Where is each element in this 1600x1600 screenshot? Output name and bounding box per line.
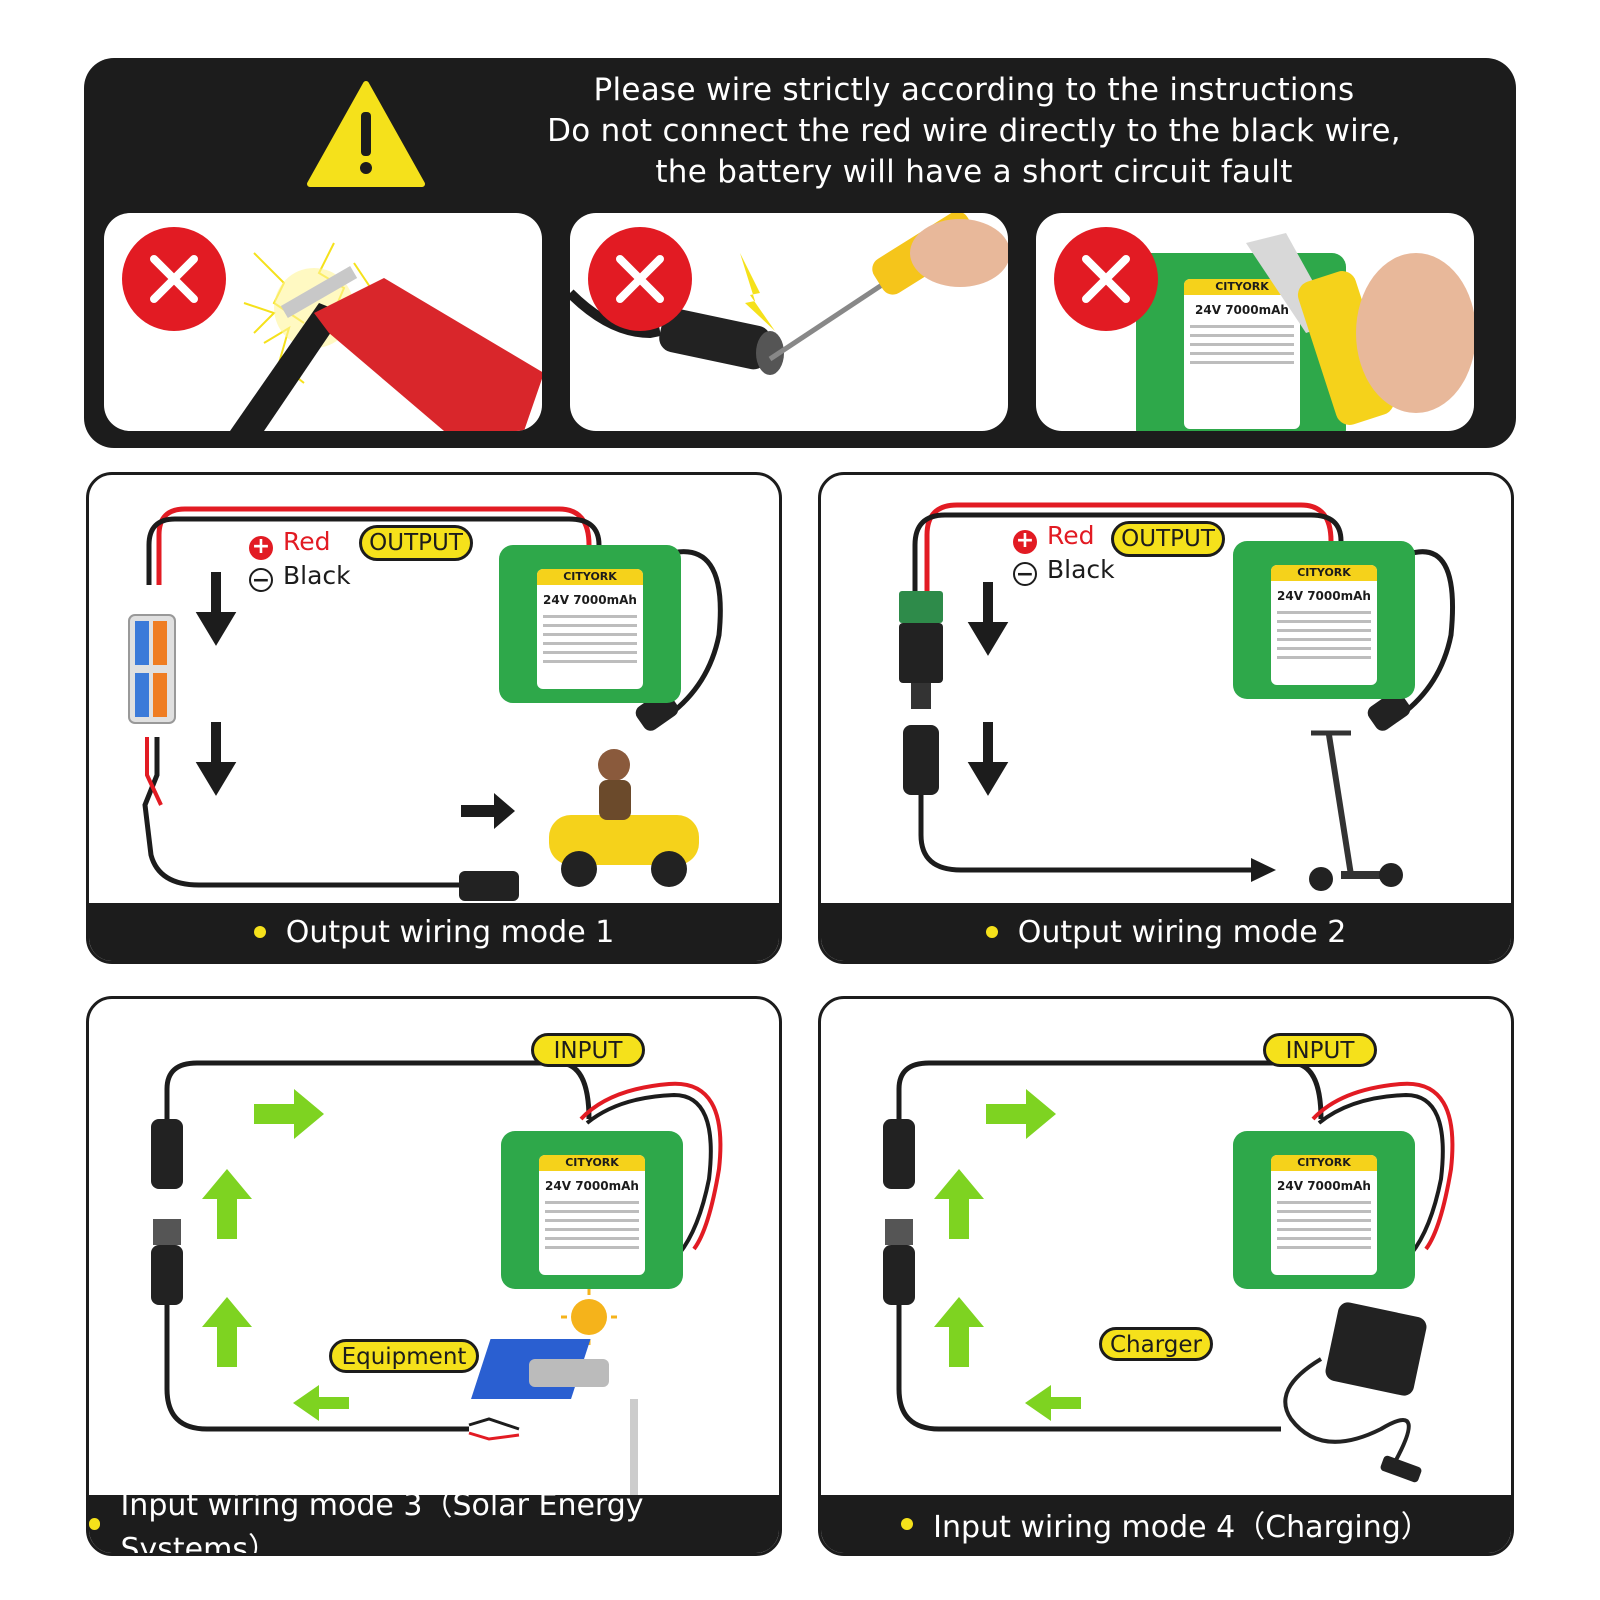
bullet-dot <box>985 926 998 938</box>
sparking-wires-illustration <box>230 242 542 431</box>
mode-2-title: Output wiring mode 2 <box>1017 914 1347 950</box>
mode-4-wiring-diagram <box>883 1060 1455 1483</box>
mode-3-footer: Input wiring mode 3（Solar Energy Systems… <box>89 1488 779 1553</box>
mode-3-title: Input wiring mode 3（Solar Energy Systems… <box>120 1488 644 1556</box>
battery-spec: 24V 7000mAh <box>543 593 637 607</box>
mode-2-panel: +Red −Black OUTPUT CITYORK 24V 7000mAh Ou… <box>818 472 1514 964</box>
minus-icon: − <box>249 568 273 592</box>
warning-card-wires-touching <box>104 213 542 431</box>
legend-black: −Black <box>249 561 351 592</box>
battery-pack: CITYORK 24V 7000mAh <box>1136 253 1346 431</box>
legend-black: −Black <box>1013 555 1115 586</box>
battery-spec: 24V 7000mAh <box>1277 1179 1371 1193</box>
mode-1-tag: OUTPUT <box>359 525 473 561</box>
x-mark-icon <box>1054 227 1158 331</box>
x-mark-icon <box>588 227 692 331</box>
mode-1-panel: +Red −Black OUTPUT CITYORK 24V 7000mAh Ou… <box>86 472 782 964</box>
warning-card-screwdriver <box>570 213 1008 431</box>
mode-2-wiring-diagram <box>899 502 1456 891</box>
mode-3-panel: INPUT Equipment CITYORK 24V 7000mAh Input… <box>86 996 782 1556</box>
battery-brand: CITYORK <box>1271 565 1377 581</box>
battery-pack: CITYORK 24V 7000mAh <box>499 545 681 703</box>
mode-1-wiring-diagram <box>128 506 723 901</box>
mode-1-title: Output wiring mode 1 <box>285 914 615 950</box>
battery-brand: CITYORK <box>539 1155 645 1171</box>
battery-pack: CITYORK 24V 7000mAh <box>1233 1131 1415 1289</box>
screwdriver-illustration <box>570 213 1008 375</box>
bullet-dot <box>253 926 266 938</box>
mode-2-footer: Output wiring mode 2 <box>821 903 1511 961</box>
bullet-dot <box>901 1518 914 1530</box>
legend-red: +Red <box>1013 521 1095 554</box>
mode-1-footer: Output wiring mode 1 <box>89 903 779 961</box>
mode-4-tag: INPUT <box>1263 1033 1377 1067</box>
bullet-dot <box>89 1518 101 1530</box>
battery-spec: 24V 7000mAh <box>545 1179 639 1193</box>
charger-label: Charger <box>1099 1327 1213 1361</box>
equipment-label: Equipment <box>329 1339 479 1373</box>
legend-red: +Red <box>249 527 331 560</box>
warning-line-3: the battery will have a short circuit fa… <box>655 154 1293 190</box>
battery-pack: CITYORK 24V 7000mAh <box>1233 541 1415 699</box>
mode-4-panel: INPUT Charger CITYORK 24V 7000mAh Input w… <box>818 996 1514 1556</box>
plus-icon: + <box>1013 530 1037 554</box>
utility-knife-illustration <box>1246 233 1474 425</box>
battery-pack: CITYORK 24V 7000mAh <box>501 1131 683 1289</box>
battery-brand: CITYORK <box>1184 279 1300 295</box>
warning-line-1: Please wire strictly according to the in… <box>593 72 1355 108</box>
battery-brand: CITYORK <box>537 569 643 585</box>
battery-brand: CITYORK <box>1271 1155 1377 1171</box>
warning-line-2: Do not connect the red wire directly to … <box>547 113 1401 149</box>
plus-icon: + <box>249 536 273 560</box>
battery-spec: 24V 7000mAh <box>1195 303 1289 317</box>
mode-2-tag: OUTPUT <box>1111 521 1225 557</box>
mode-4-footer: Input wiring mode 4（Charging） <box>821 1495 1511 1553</box>
x-mark-icon <box>122 227 226 331</box>
warning-triangle-icon <box>307 81 425 187</box>
mode-3-tag: INPUT <box>531 1033 645 1067</box>
minus-icon: − <box>1013 562 1037 586</box>
warning-card-knife: CITYORK 24V 7000mAh <box>1036 213 1474 431</box>
mode-3-wiring-diagram <box>151 1060 723 1499</box>
mode-4-title: Input wiring mode 4（Charging） <box>933 1510 1431 1545</box>
battery-spec: 24V 7000mAh <box>1277 589 1371 603</box>
warning-panel: Please wire strictly according to the in… <box>84 58 1516 448</box>
